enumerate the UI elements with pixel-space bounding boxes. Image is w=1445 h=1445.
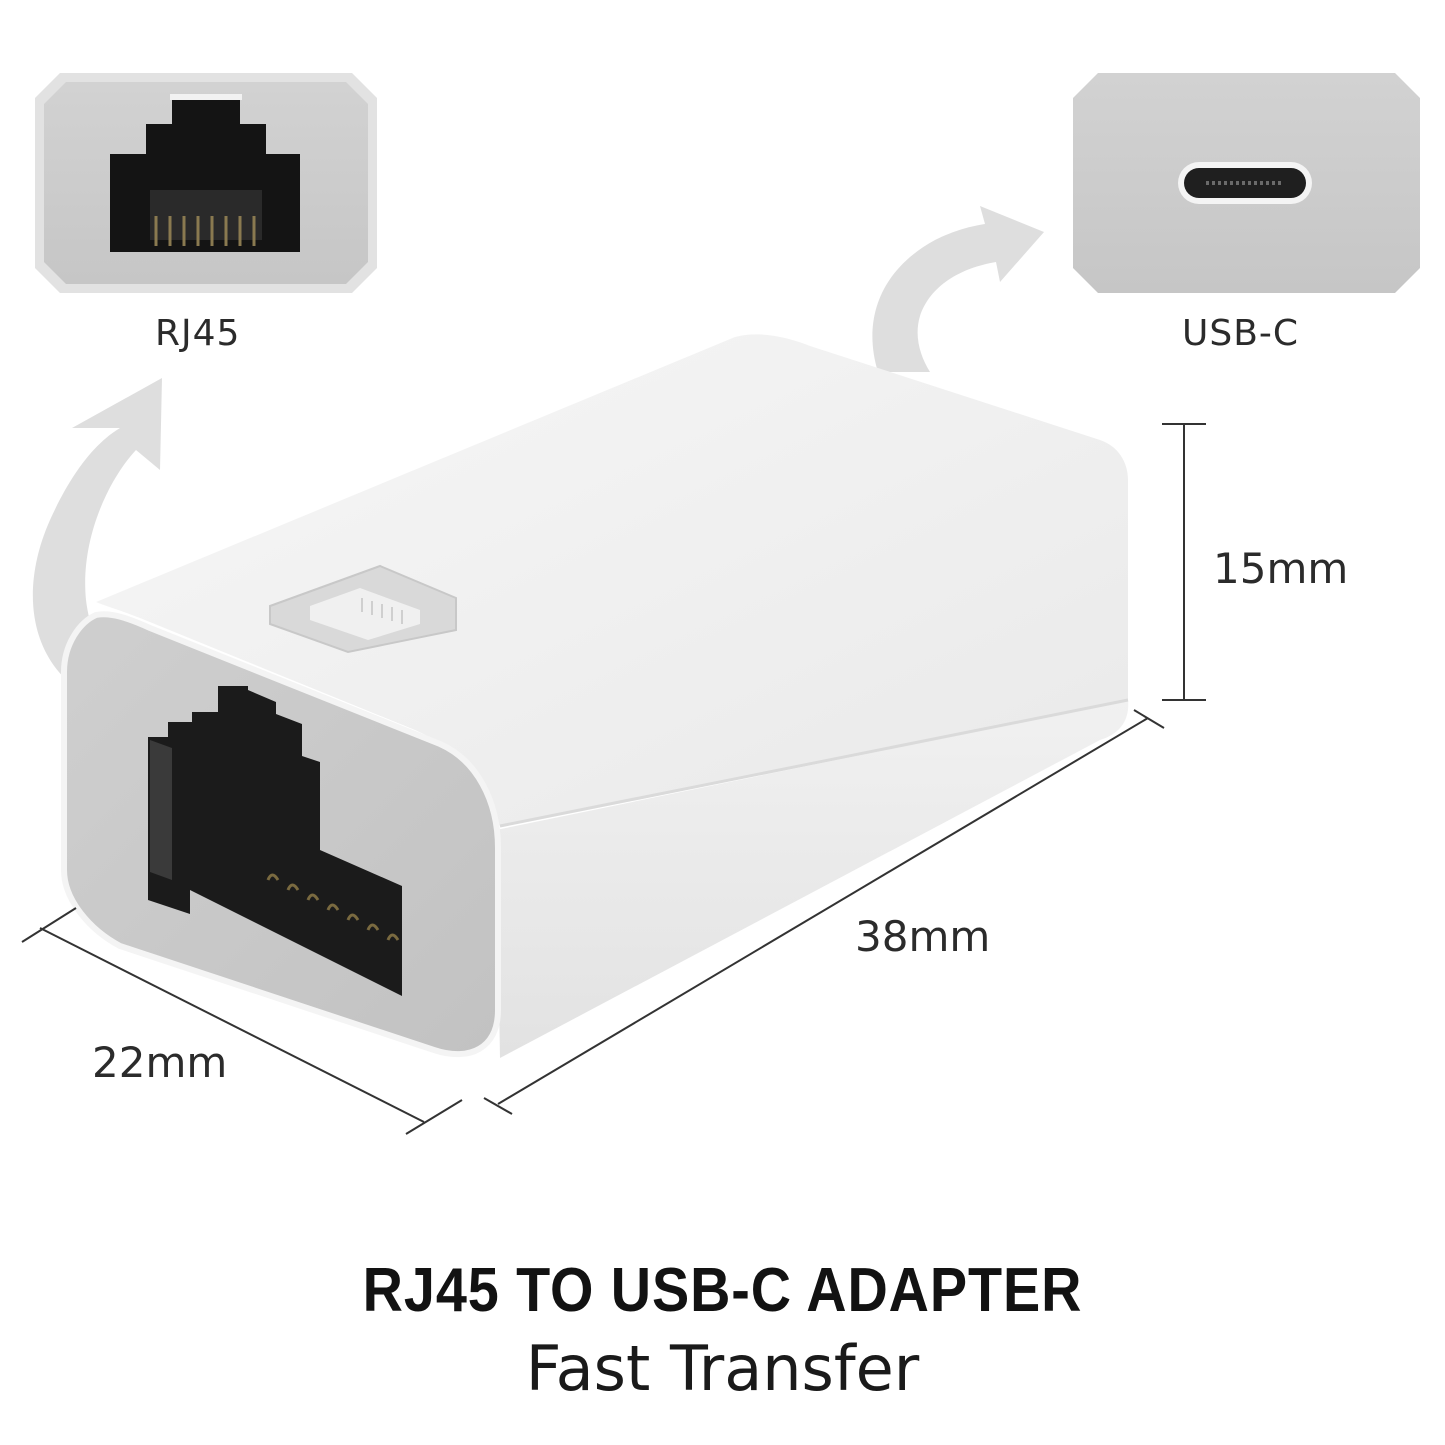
usbc-port-icon [1073,73,1420,293]
height-dimension-label: 15mm [1213,544,1349,593]
adapter-body [61,334,1129,1058]
usbc-label: USB-C [1182,313,1300,354]
rj45-label: RJ45 [155,313,241,354]
dimension-lines [21,423,1206,1135]
ethernet-port-icon [269,564,457,654]
width-dimension-label: 22mm [92,1038,228,1087]
curved-arrow-icon [32,206,1044,712]
length-dimension-label: 38mm [855,912,991,961]
product-title: RJ45 TO USB-C ADAPTER [362,1256,1083,1325]
rj45-port-icon [35,73,377,293]
product-subtitle: Fast Transfer [525,1332,920,1405]
